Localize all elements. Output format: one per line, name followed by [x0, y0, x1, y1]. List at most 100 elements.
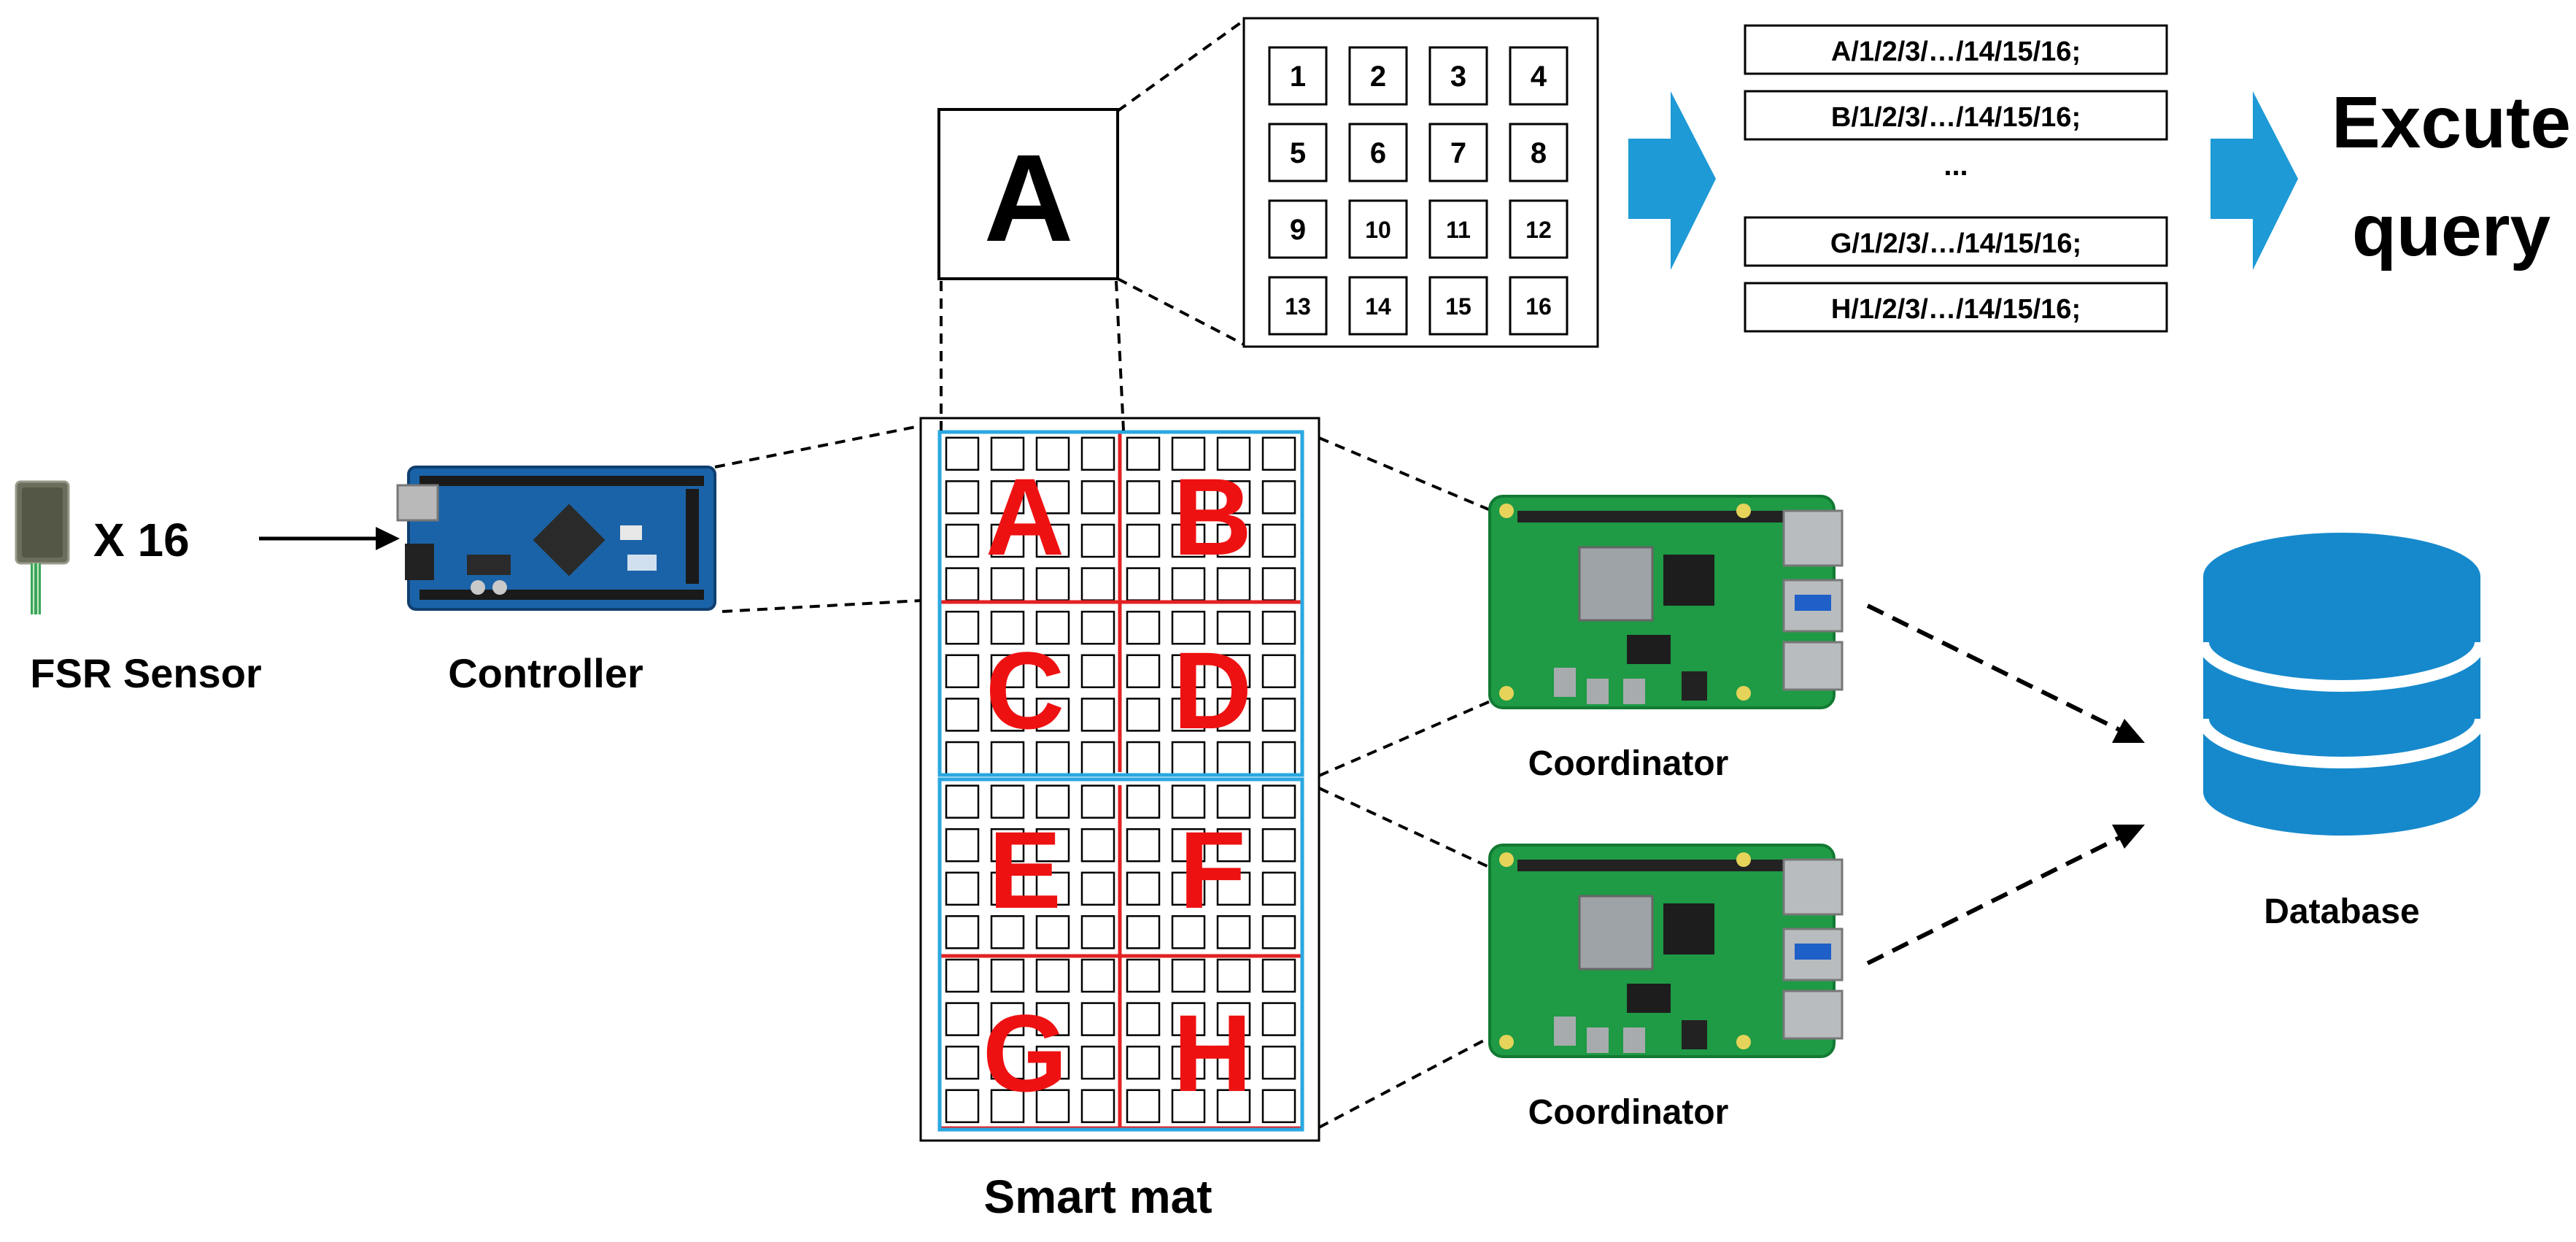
mat-sensor-cell — [1035, 1002, 1070, 1036]
database-label: Database — [2264, 892, 2419, 931]
zoom-zone-letter: A — [984, 129, 1074, 268]
sensor-cell-number: 6 — [1370, 137, 1386, 169]
mat-sensor-cell — [1261, 480, 1296, 514]
execute-query-label-line2: query — [2352, 190, 2551, 271]
mat-sensor-cell — [990, 436, 1025, 471]
mat-sensor-cell — [1171, 654, 1206, 689]
mat-sensor-cell — [1126, 610, 1161, 645]
smart-mat-label: Smart mat — [984, 1170, 1212, 1223]
sensor-cell-box — [1268, 199, 1328, 259]
mat-sensor-cell — [1261, 784, 1296, 819]
mat-sensor-cell — [1080, 436, 1115, 471]
query-item: B/1/2/3/…/14/15/16; — [1831, 102, 2081, 133]
mat-sensor-cell — [1216, 610, 1251, 645]
sensor-cell-box — [1428, 46, 1488, 106]
mat-sensor-cell — [1126, 1089, 1161, 1124]
mat-sensor-cell — [1171, 1045, 1206, 1080]
mat-sensor-cell — [945, 610, 980, 645]
database-icon — [2197, 533, 2486, 836]
mat-sensor-cell — [1216, 1089, 1251, 1124]
mat-sensor-cell — [1126, 567, 1161, 601]
sensor-cell-number: 14 — [1365, 293, 1391, 320]
mat-sensor-cell — [1035, 698, 1070, 732]
mat-sensor-cell — [1261, 1089, 1296, 1124]
mat-sensor-cell — [1171, 741, 1206, 776]
mat-sensor-cell — [1126, 480, 1161, 514]
mat-sensor-cell — [990, 1002, 1025, 1036]
mat-sensor-cell — [1080, 1089, 1115, 1124]
mat-sensor-cell — [1171, 915, 1206, 949]
mat-sensor-cell — [1171, 871, 1206, 906]
mat-sensor-cell — [945, 741, 980, 776]
mat-sensor-cell — [1080, 828, 1115, 863]
mat-sensor-cell — [990, 480, 1025, 514]
mat-sensor-cell — [1080, 480, 1115, 514]
mat-sensor-cell — [1080, 1045, 1115, 1080]
mat-sensor-cell — [1126, 654, 1161, 689]
sensor-cell-box — [1348, 276, 1408, 336]
mat-sensor-cell — [990, 567, 1025, 601]
mat-sensor-cell — [1171, 698, 1206, 732]
sensor-cell-box — [1509, 199, 1569, 259]
mat-sensor-cell — [945, 1002, 980, 1036]
mat-sensor-cell — [990, 698, 1025, 732]
mat-sensor-cell — [1080, 741, 1115, 776]
sensor-cell-number: 5 — [1290, 137, 1306, 169]
mat-sensor-cell — [1216, 784, 1251, 819]
query-list: A/1/2/3/…/14/15/16; B/1/2/3/…/14/15/16; … — [1744, 24, 2168, 333]
mat-zone-h: H — [1173, 992, 1252, 1114]
mat-sensor-cell — [1126, 698, 1161, 732]
mat-zone-f: F — [1179, 809, 1246, 931]
mat-zone-g: G — [983, 992, 1068, 1114]
sensor-cell-box — [1348, 199, 1408, 259]
mat-sensor-cell — [1035, 480, 1070, 514]
mat-sensor-cell — [990, 741, 1025, 776]
execute-query-label-line1: Excute — [2332, 82, 2571, 163]
mat-sensor-cell — [990, 958, 1025, 993]
mat-sensor-cell — [1080, 784, 1115, 819]
mat-sensor-cell — [945, 958, 980, 993]
mat-sensor-cell — [1171, 828, 1206, 863]
mat-sensor-cell — [1126, 741, 1161, 776]
mat-sensor-cell — [1261, 610, 1296, 645]
zoom-zone-box — [937, 108, 1119, 280]
mat-sensor-cell — [990, 871, 1025, 906]
sensor-cell-box — [1509, 46, 1569, 106]
mat-sensor-cell — [945, 784, 980, 819]
mat-sensor-cell — [1080, 610, 1115, 645]
mat-sensor-cell — [945, 1089, 980, 1124]
mat-sensor-cell — [1035, 915, 1070, 949]
mat-sensor-cell — [990, 1045, 1025, 1080]
controller-board-icon — [396, 466, 716, 611]
mat-sensor-cell — [1216, 958, 1251, 993]
mat-sensor-cell — [945, 567, 980, 601]
sensor-cell-number: 2 — [1370, 61, 1386, 93]
mat-sensor-cell — [1080, 871, 1115, 906]
sensor-cell-box — [1428, 123, 1488, 182]
mat-sensor-cell — [1035, 741, 1070, 776]
sensor-cell-box — [1348, 123, 1408, 182]
mat-sensor-cell — [1261, 567, 1296, 601]
mat-sensor-cell — [1216, 523, 1251, 558]
mat-sensor-cell — [1035, 610, 1070, 645]
mat-sensor-cell — [990, 784, 1025, 819]
mat-sensor-cell — [1171, 610, 1206, 645]
sensor-cell-box — [1509, 276, 1569, 336]
mat-sensor-cell — [1261, 698, 1296, 732]
mat-sensor-cell — [1080, 523, 1115, 558]
queries-to-execute-arrow — [2211, 91, 2298, 270]
mat-sensor-cell — [1261, 1045, 1296, 1080]
mat-sensor-cell — [1216, 915, 1251, 949]
coordinator-2-label: Coordinator — [1528, 1093, 1729, 1132]
mat-sensor-cell — [1261, 958, 1296, 993]
mat-sensor-cell — [1261, 741, 1296, 776]
mat-sensor-cell — [1080, 1002, 1115, 1036]
query-item: H/1/2/3/…/14/15/16; — [1831, 294, 2081, 325]
controller-label: Controller — [448, 650, 643, 696]
mat-sensor-cell — [1126, 1045, 1161, 1080]
sensor-cell-number: 13 — [1285, 293, 1311, 320]
query-item: G/1/2/3/…/14/15/16; — [1830, 228, 2081, 259]
mat-sensor-cell — [1080, 958, 1115, 993]
